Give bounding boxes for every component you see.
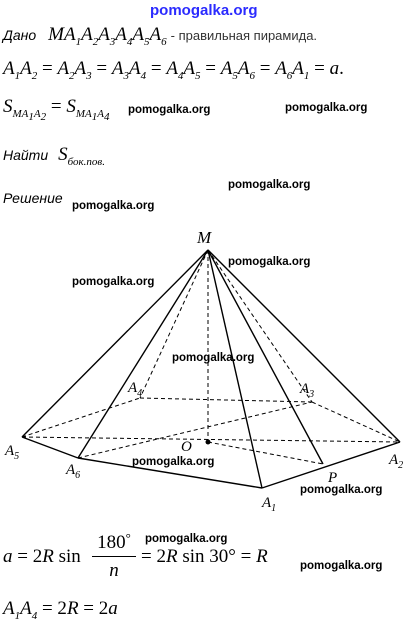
formula-diagonal: A1A4 = 2R = 2a [3,598,118,622]
pyramid-name: MA1A2A3A4A5A6 [48,24,167,48]
find-label: Найти [3,147,49,163]
vertex-label-a4: A4 [127,380,142,399]
solution-label: Решение [3,190,63,206]
watermark: pomogalka.org [285,102,368,114]
watermark: pomogalka.org [300,484,383,496]
pyramid-figure: M A4 A3 A5 A2 A6 A1 O P [4,228,403,514]
watermark: pomogalka.org [72,200,155,212]
find-target: Sбок.пов. [58,144,105,168]
given-label: Дано [3,27,37,43]
vertex-label-a3: A3 [299,381,314,400]
find-line: Найти Sбок.пов. [3,144,105,168]
vertex-label-a2: A2 [388,452,403,471]
vertex-label-a1: A1 [261,495,276,514]
watermark: pomogalka.org [128,104,211,116]
watermark: pomogalka.org [145,533,228,545]
point-label-o: O [181,439,192,455]
vertex-label-m: M [196,228,212,247]
watermark: pomogalka.org [228,179,311,191]
watermark: pomogalka.org [228,256,311,268]
watermark: pomogalka.org [72,276,155,288]
watermark: pomogalka.org [132,456,215,468]
vertex-label-a6: A6 [65,462,80,481]
site-header[interactable]: pomogalka.org [150,2,258,19]
watermark: pomogalka.org [300,560,383,572]
areas-equality: SMA1A2 = SMA1A4 [3,96,110,123]
vertex-label-a5: A5 [4,443,19,462]
edges-equality: A1A2 = A2A3 = A3A4 = A4A5 = A5A6 = A6A1 … [3,58,344,82]
point-label-p: P [327,470,337,486]
given-description: - правильная пирамида. [170,28,318,43]
given-line: Дано MA1A2A3A4A5A6 - правильная пирамида… [3,24,317,48]
